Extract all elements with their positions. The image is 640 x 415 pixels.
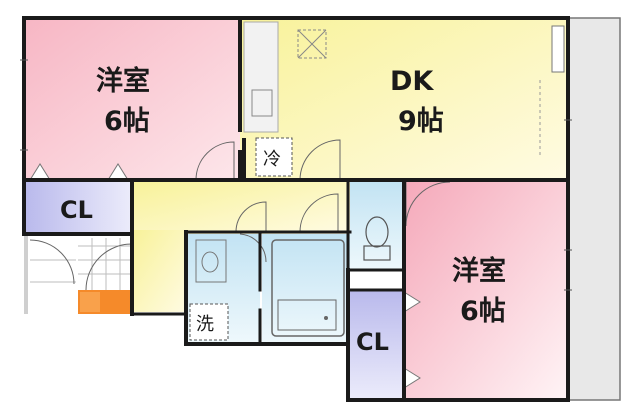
genkan-outer-wall (24, 236, 28, 314)
closet-2-label: CL (356, 328, 389, 356)
western-room-2-name: 洋室 (452, 255, 506, 287)
vent-icon (297, 29, 327, 59)
wash-basin (195, 239, 227, 283)
refrigerator-label: 冷 (263, 149, 281, 170)
balcony (567, 17, 621, 401)
dk-floor (240, 18, 568, 180)
western-room-2-size: 6帖 (460, 296, 506, 327)
western-room-1-floor (24, 18, 240, 180)
genkan-tiles (30, 238, 132, 290)
sink (251, 89, 273, 117)
toilet-floor (350, 182, 402, 270)
dk-name: DK (390, 66, 434, 97)
air-conditioner (551, 25, 565, 73)
bathtub (271, 239, 345, 337)
window-marks (20, 59, 572, 291)
door-swings (29, 139, 451, 291)
dk-size: 9帖 (398, 106, 444, 137)
hall-floor (134, 182, 350, 234)
western-room-1-size: 6帖 (104, 106, 150, 137)
toilet-fixture (363, 216, 391, 261)
closet-1-label: CL (60, 196, 93, 224)
hall-floor-lower (134, 230, 188, 312)
bathroom-floor (262, 234, 350, 342)
closet-2-floor (350, 290, 404, 400)
walls (22, 16, 570, 402)
western-room-2-floor (404, 182, 568, 400)
washer-space (189, 303, 229, 341)
western-room-1-name: 洋室 (96, 65, 150, 97)
closet-1-floor (24, 182, 132, 234)
washer-label: 洗 (196, 314, 214, 335)
refrigerator-space (255, 137, 293, 177)
